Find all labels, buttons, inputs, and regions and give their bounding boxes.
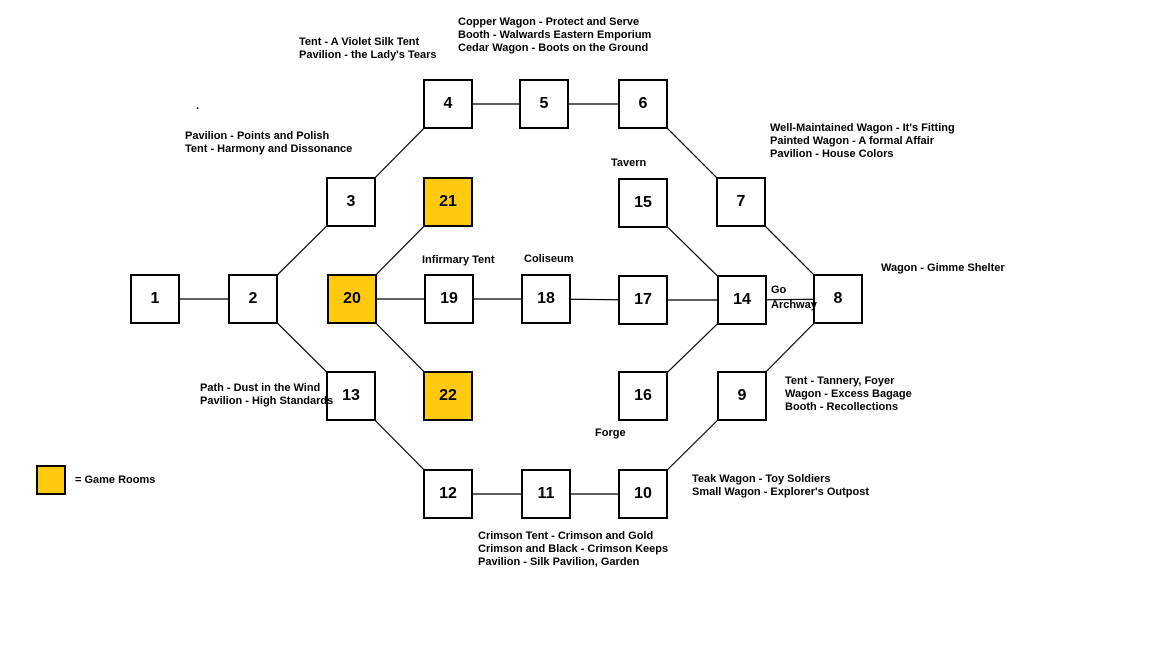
annotation-line: Copper Wagon - Protect and Serve [458, 16, 640, 28]
annotation-line: Pavilion - the Lady's Tears [299, 49, 437, 61]
annotation-line: Small Wagon - Explorer's Outpost [692, 486, 870, 498]
legend-label: = Game Rooms [75, 474, 156, 486]
annotation-line: Wagon - Gimme Shelter [881, 262, 1005, 274]
room-number: 5 [539, 95, 549, 112]
room-number: 7 [736, 193, 746, 210]
annotation-line: Go [771, 284, 787, 296]
annotation-line: Tavern [611, 157, 647, 169]
room-box-17: 17 [618, 275, 668, 325]
room-box-6: 6 [618, 79, 668, 129]
room-number: 9 [737, 387, 747, 404]
annotation-line: Pavilion - House Colors [770, 148, 894, 160]
room-number: 19 [440, 290, 458, 307]
room-number: 22 [439, 387, 457, 404]
room-number: 20 [343, 290, 361, 307]
room-box-16: 16 [618, 371, 668, 421]
room-box-14: 14 [717, 275, 767, 325]
annotation-line: Well-Maintained Wagon - It's Fitting [770, 122, 955, 134]
annotation-line: Cedar Wagon - Boots on the Ground [458, 42, 649, 54]
room-number: 17 [634, 291, 652, 308]
annotation-line: Coliseum [524, 253, 574, 265]
annotation-line: Archway [771, 299, 817, 311]
annotation-forge: Forge [595, 427, 626, 440]
room-number: 18 [537, 290, 555, 307]
room-number: 14 [733, 291, 751, 308]
annotation-line: Booth - Walwards Eastern Emporium [458, 29, 652, 41]
annotation-line: Tent - A Violet Silk Tent [299, 36, 420, 48]
room-box-8: 8 [813, 274, 863, 324]
annotation-stray-dot: . [196, 100, 199, 113]
annotation-line: Crimson Tent - Crimson and Gold [478, 530, 654, 542]
room-box-4: 4 [423, 79, 473, 129]
annotation-line: . [196, 100, 200, 112]
annotation-coliseum: Coliseum [524, 253, 574, 266]
annotation-line: Booth - Recollections [785, 401, 899, 413]
room-number: 1 [150, 290, 160, 307]
annotation-line: Pavilion - High Standards [200, 395, 334, 407]
room-box-9: 9 [717, 371, 767, 421]
room-box-2: 2 [228, 274, 278, 324]
room-number: 10 [634, 485, 652, 502]
room-box-5: 5 [519, 79, 569, 129]
room-box-19: 19 [424, 274, 474, 324]
annotation-line: Tent - Tannery, Foyer [785, 375, 895, 387]
room-box-12: 12 [423, 469, 473, 519]
annotation-tavern: Tavern [611, 157, 646, 170]
room-box-10: 10 [618, 469, 668, 519]
room-number: 16 [634, 387, 652, 404]
room-number: 4 [443, 95, 453, 112]
legend: = Game Rooms [36, 465, 155, 495]
game-room-box-21: 21 [423, 177, 473, 227]
annotation-line: Path - Dust in the Wind [200, 382, 321, 394]
room-box-18: 18 [521, 274, 571, 324]
room-number: 12 [439, 485, 457, 502]
room-number: 3 [346, 193, 356, 210]
annotation-gimme-shelter: Wagon - Gimme Shelter [881, 262, 1005, 275]
room-box-13: 13 [326, 371, 376, 421]
room-box-1: 1 [130, 274, 180, 324]
room-number: 13 [342, 387, 360, 404]
room-number: 21 [439, 193, 457, 210]
room-number: 2 [248, 290, 258, 307]
room-box-7: 7 [716, 177, 766, 227]
annotation-line: Teak Wagon - Toy Soldiers [692, 473, 831, 485]
annotation-line: Wagon - Excess Bagage [785, 388, 912, 400]
annotation-line: Painted Wagon - A formal Affair [770, 135, 934, 147]
room-number: 11 [537, 485, 555, 502]
game-room-box-22: 22 [423, 371, 473, 421]
annotation-line: Forge [595, 427, 626, 439]
room-box-15: 15 [618, 178, 668, 228]
room-number: 6 [638, 95, 648, 112]
annotation-line: Crimson and Black - Crimson Keeps [478, 543, 669, 555]
room-box-3: 3 [326, 177, 376, 227]
annotation-line: Pavilion - Silk Pavilion, Garden [478, 556, 640, 568]
annotation-line: Tent - Harmony and Dissonance [185, 143, 353, 155]
annotation-infirmary-tent: Infirmary Tent [422, 254, 495, 267]
game-room-box-20: 20 [327, 274, 377, 324]
annotation-line: Infirmary Tent [422, 254, 495, 266]
room-number: 15 [634, 194, 652, 211]
game-room-color-swatch [36, 465, 66, 495]
annotation-line: Pavilion - Points and Polish [185, 130, 330, 142]
room-number: 8 [833, 290, 843, 307]
room-box-11: 11 [521, 469, 571, 519]
